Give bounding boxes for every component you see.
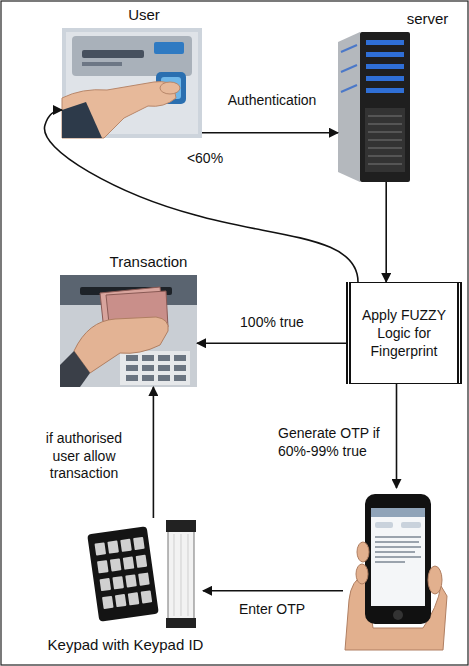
arrow-connector [203, 590, 343, 592]
atm-photo-node: User [62, 28, 202, 138]
box-text: Apply FUZZY Logic for Fingerprint [359, 306, 449, 361]
arrow-connector [202, 132, 338, 134]
server-photo-node: server [338, 32, 413, 182]
image-caption: Keypad with Keypad ID [48, 636, 204, 654]
arrow-connector [44, 110, 358, 282]
image-heading: User [128, 6, 160, 24]
phone-photo [345, 494, 447, 650]
atm-photo-node: Transaction [60, 275, 197, 387]
process-box: Apply FUZZY Logic for Fingerprint [346, 282, 462, 384]
edge-label: 100% true [238, 314, 306, 332]
server-photo [338, 32, 410, 182]
image-heading: server [407, 10, 449, 28]
edge-label: Enter OTP [237, 601, 307, 619]
arrow-connector [396, 384, 398, 488]
atm-fingerprint-photo [62, 28, 202, 138]
keypad-photo-node: Keypad with Keypad ID [88, 518, 203, 630]
arrow-connector [197, 342, 346, 344]
arrow-connector [153, 387, 155, 518]
atm-cash-photo [60, 275, 197, 387]
arrow-connector [385, 182, 387, 282]
edge-label: if authorised user allow transaction [32, 430, 136, 483]
image-heading: Transaction [110, 253, 188, 271]
edge-label: <60% [185, 150, 225, 168]
edge-label: Authentication [226, 92, 319, 110]
edge-label: Generate OTP if 60%-99% true [276, 425, 392, 460]
phone-photo-node [343, 488, 447, 650]
keypad-photo [87, 520, 196, 628]
